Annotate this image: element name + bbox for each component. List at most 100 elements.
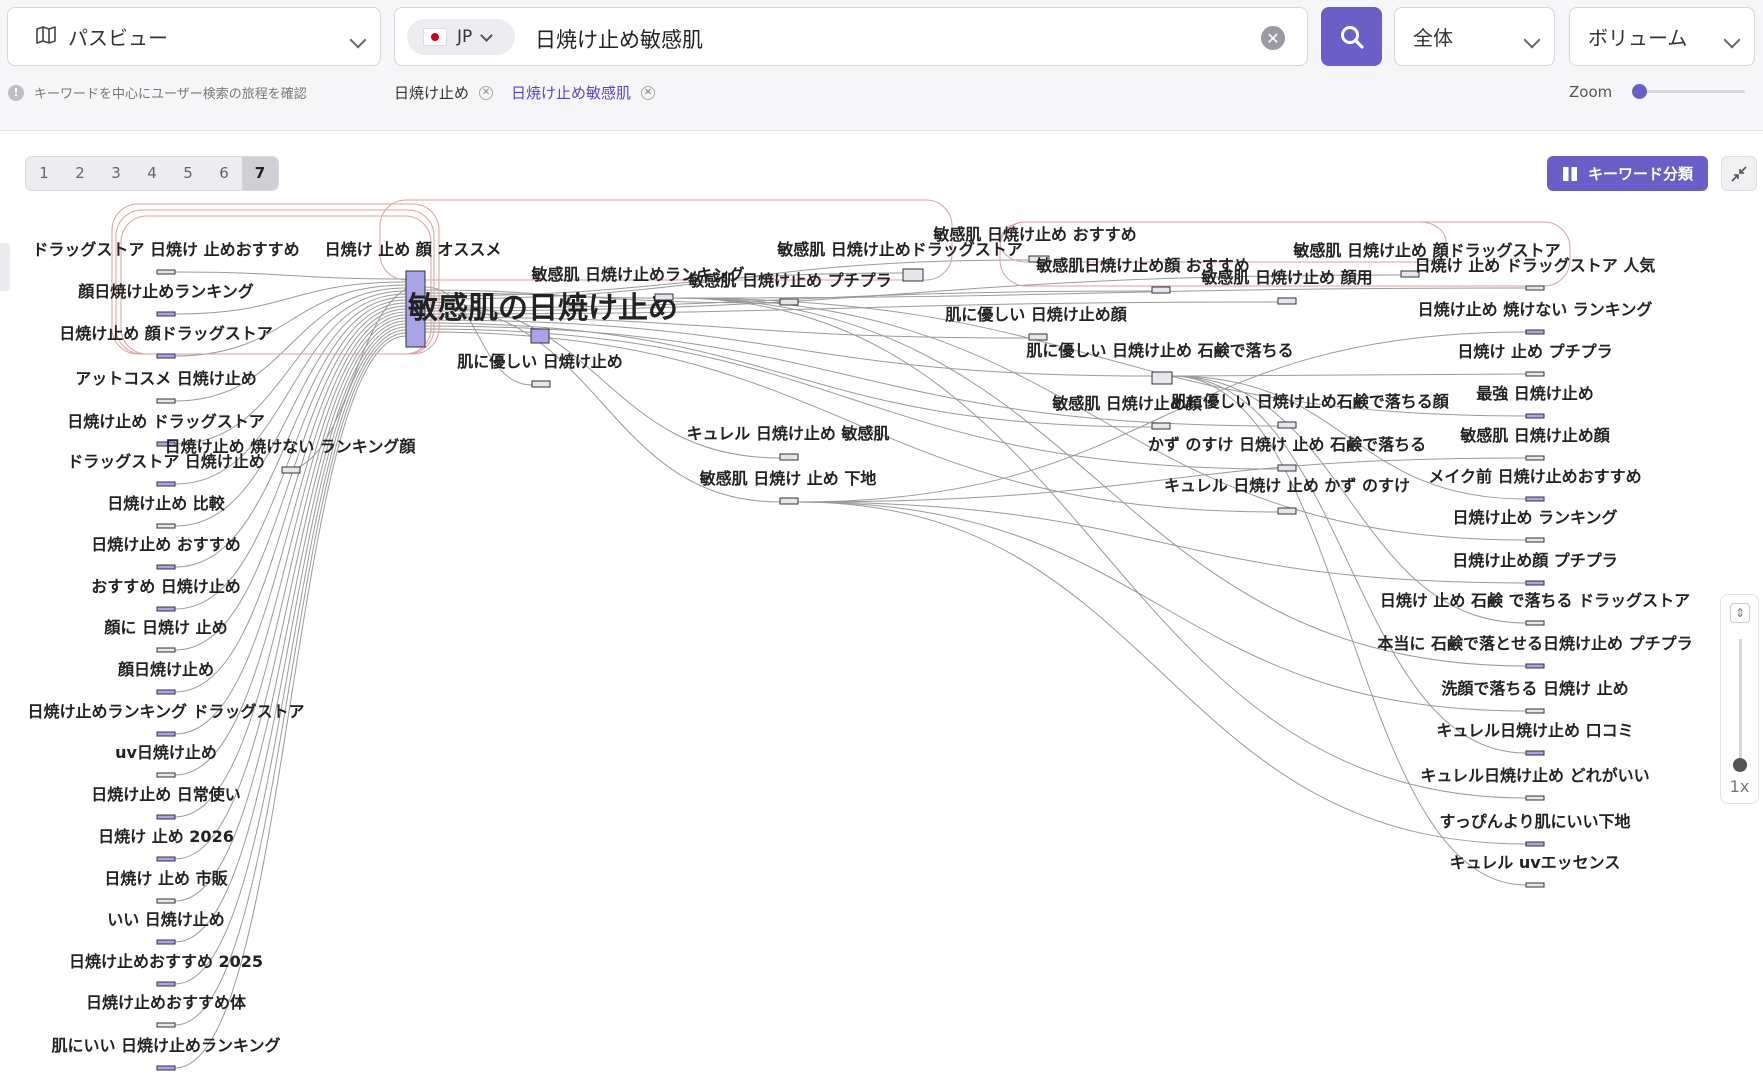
left-node[interactable] [156, 898, 176, 904]
left-node[interactable] [156, 856, 176, 862]
left-node[interactable] [156, 939, 176, 945]
right-node[interactable] [1525, 750, 1545, 756]
right-node[interactable] [1525, 620, 1545, 626]
zoom-label: Zoom [1569, 83, 1613, 101]
mid-node[interactable] [1400, 270, 1420, 278]
remove-icon[interactable]: ✕ [641, 85, 656, 100]
right-node[interactable] [1525, 496, 1545, 502]
left-node[interactable] [156, 647, 176, 653]
collapse-button[interactable] [1721, 156, 1757, 191]
right-node[interactable] [1525, 795, 1545, 801]
mid-node[interactable] [1028, 333, 1048, 341]
flow-edge [174, 271, 407, 280]
left-node[interactable] [156, 311, 176, 317]
left-node[interactable] [156, 814, 176, 820]
left-node[interactable] [156, 606, 176, 612]
clear-icon[interactable]: ✕ [1261, 26, 1285, 50]
side-panel-handle[interactable] [0, 243, 10, 291]
mid-node[interactable] [531, 380, 551, 388]
level-tab[interactable]: 2 [75, 164, 85, 182]
right-node-label: 最強 日焼け止め [1476, 384, 1594, 403]
mid-node[interactable] [1151, 286, 1171, 294]
left-node[interactable] [156, 441, 176, 447]
right-node[interactable] [1525, 371, 1545, 377]
right-node[interactable] [1525, 285, 1545, 291]
left-node[interactable] [156, 564, 176, 570]
chip-label: 日焼け止め [394, 84, 470, 102]
flow-edge [174, 293, 407, 485]
left-node[interactable] [156, 269, 176, 275]
right-node[interactable] [1525, 841, 1545, 847]
left-node[interactable] [156, 981, 176, 987]
mid-node[interactable] [1028, 255, 1050, 263]
left-node[interactable] [156, 1022, 176, 1028]
mid-node[interactable] [281, 466, 301, 474]
flow-edge [672, 297, 1527, 799]
scale-slider-thumb[interactable] [1733, 758, 1747, 772]
center-node-secondary[interactable] [530, 328, 550, 344]
left-node[interactable] [156, 772, 176, 778]
level-tab[interactable]: 6 [219, 164, 229, 182]
zoom-slider-thumb[interactable] [1632, 84, 1647, 99]
level-tab-active[interactable]: 7 [242, 157, 278, 190]
mid-node[interactable] [779, 453, 799, 461]
left-node[interactable] [156, 731, 176, 737]
mid-node[interactable] [1277, 297, 1297, 305]
center-node[interactable] [405, 270, 426, 348]
mid-node[interactable] [779, 298, 799, 306]
mid-node-label: 敏感肌 日焼け止め 顔用 [1200, 268, 1372, 287]
chip-label: 日焼け止め敏感肌 [511, 84, 632, 102]
search-button[interactable] [1321, 7, 1382, 66]
left-node[interactable] [156, 1065, 176, 1071]
edge-layer [174, 259, 1527, 1069]
right-node[interactable] [1525, 455, 1545, 461]
flow-edge [174, 317, 407, 818]
flow-edge [424, 304, 781, 503]
right-node[interactable] [1525, 708, 1545, 714]
country-select[interactable]: JP [407, 19, 515, 55]
right-node[interactable] [1525, 413, 1545, 419]
view-select[interactable]: パスビュー [7, 7, 381, 66]
mid-node[interactable] [779, 497, 799, 505]
level-tab[interactable]: 4 [147, 164, 157, 182]
fit-icon[interactable]: ⇕ [1730, 603, 1750, 623]
scale-slider-track[interactable] [1739, 639, 1742, 765]
left-node[interactable] [156, 398, 176, 404]
keyword-chip-active[interactable]: 日焼け止め敏感肌 ✕ [511, 82, 656, 103]
right-node[interactable] [1525, 580, 1545, 586]
keyword-chip[interactable]: 日焼け止め ✕ [394, 82, 494, 103]
left-node[interactable] [156, 523, 176, 529]
mid-node[interactable] [1151, 422, 1171, 430]
zoom-slider-track[interactable] [1633, 90, 1745, 93]
mid-node[interactable] [902, 268, 924, 282]
right-node-label: すっぴんより肌にいい下地 [1439, 812, 1630, 831]
right-node-label: 日焼け 止め ドラッグストア 人気 [1415, 256, 1656, 275]
right-node[interactable] [1525, 329, 1545, 335]
right-node-label: 洗顔で落ちる 日焼け 止め [1441, 679, 1628, 698]
left-node[interactable] [156, 689, 176, 695]
left-node-label: 日焼け止めおすすめ 2025 [69, 952, 263, 971]
level-tab[interactable]: 1 [39, 164, 49, 182]
right-node[interactable] [1525, 537, 1545, 543]
level-tab[interactable]: 3 [111, 164, 121, 182]
right-node[interactable] [1525, 663, 1545, 669]
sort-select[interactable]: ボリューム [1569, 7, 1755, 66]
left-node[interactable] [156, 481, 176, 487]
scope-select[interactable]: 全体 [1394, 7, 1555, 66]
center-node-label: 敏感肌の日焼け止め [408, 291, 678, 326]
keyword-classify-button[interactable]: キーワード分類 [1547, 156, 1708, 191]
right-node-label: 日焼け止め ランキング [1452, 508, 1617, 527]
search-bar[interactable]: JP 日焼け止め敏感肌 ✕ [394, 7, 1308, 66]
left-node-label: 日焼け止めおすすめ体 [86, 993, 247, 1012]
mid-node[interactable] [654, 293, 674, 301]
remove-icon[interactable]: ✕ [479, 85, 494, 100]
right-node[interactable] [1525, 882, 1545, 888]
level-tab[interactable]: 5 [183, 164, 193, 182]
search-input[interactable]: 日焼け止め敏感肌 [535, 28, 703, 52]
mid-node[interactable] [1151, 371, 1173, 385]
flow-edge [174, 320, 407, 860]
mid-node[interactable] [1277, 421, 1297, 429]
mid-node[interactable] [1277, 507, 1297, 515]
left-node[interactable] [156, 353, 176, 359]
mid-node[interactable] [1277, 464, 1297, 472]
